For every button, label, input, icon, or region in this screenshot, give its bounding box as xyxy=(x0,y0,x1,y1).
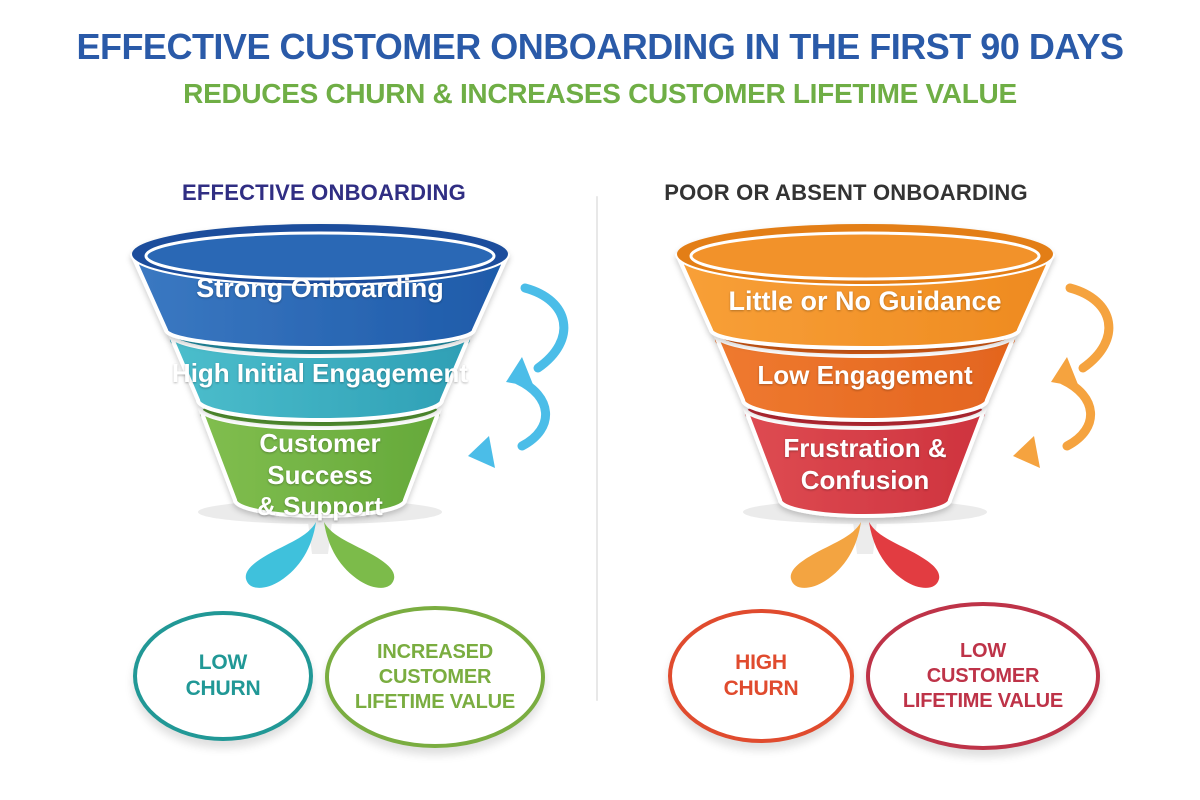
outcome-low-clv: LOW CUSTOMER LIFETIME VALUE xyxy=(866,602,1100,750)
tier-label-strong-onboarding: Strong Onboarding xyxy=(196,273,444,303)
drip-left-icon xyxy=(790,522,861,588)
tier-label-frustration-confusion: Frustration & Confusion xyxy=(783,433,947,495)
tier-label-customer-success-support: Customer Success & Support xyxy=(257,428,383,522)
arrowhead-icon xyxy=(468,436,495,468)
flow-arrows-left xyxy=(468,283,569,468)
tier-label-little-or-no-guidance: Little or No Guidance xyxy=(728,286,1002,316)
funnel-right xyxy=(675,224,1114,588)
funnel-right-spout xyxy=(851,506,879,554)
funnel-left xyxy=(130,224,569,588)
outcome-increased-clv: INCREASED CUSTOMER LIFETIME VALUE xyxy=(325,606,545,748)
tier-label-low-engagement: Low Engagement xyxy=(757,360,973,390)
tier-2-rim xyxy=(715,317,1015,363)
arrowhead-icon xyxy=(1013,436,1040,468)
arrowhead-icon xyxy=(1051,357,1079,387)
drip-left-icon xyxy=(245,522,316,588)
arrowhead-icon xyxy=(506,357,534,387)
right-column-heading: POOR OR ABSENT ONBOARDING xyxy=(664,180,1028,205)
flow-arrows-right xyxy=(1013,283,1114,468)
curved-arrow-icon xyxy=(520,283,569,373)
curved-arrow-icon xyxy=(513,375,551,451)
main-subtitle: REDUCES CHURN & INCREASES CUSTOMER LIFET… xyxy=(183,78,1017,109)
funnel-right-ground-shadow xyxy=(743,500,987,524)
left-column-heading: EFFECTIVE ONBOARDING xyxy=(182,180,466,205)
curved-arrow-icon xyxy=(1065,283,1114,373)
drip-right-icon xyxy=(324,522,395,588)
tier-1-inner-surface xyxy=(689,231,1041,281)
tier-label-high-initial-engagement: High Initial Engagement xyxy=(171,358,469,388)
outcome-low-churn: LOW CHURN xyxy=(133,611,313,741)
drip-right-icon xyxy=(869,522,940,588)
curved-arrow-icon xyxy=(1058,375,1096,451)
outcome-high-churn: HIGH CHURN xyxy=(668,609,854,743)
tier-1-opening xyxy=(677,224,1053,284)
main-title: EFFECTIVE CUSTOMER ONBOARDING IN THE FIR… xyxy=(76,26,1124,67)
tier-2-rim xyxy=(170,317,470,363)
tier-3-rim xyxy=(745,394,985,434)
column-divider xyxy=(596,196,598,701)
